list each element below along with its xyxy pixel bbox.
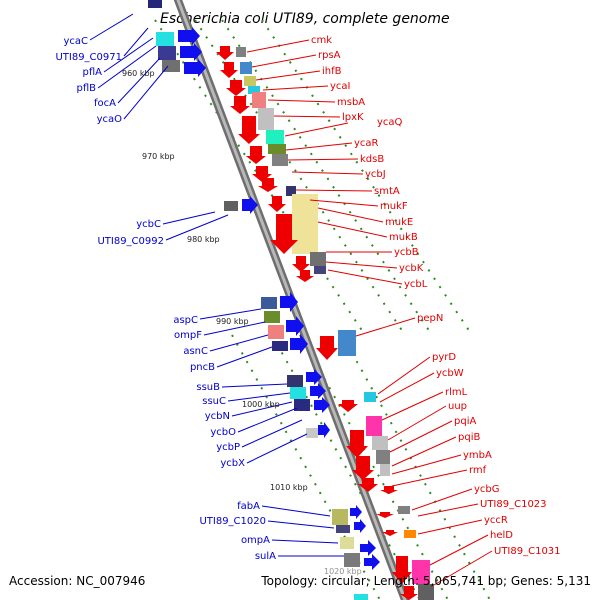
gene-label-rpsA[interactable]: rpsA [318,50,341,61]
gene-label-ycbK[interactable]: ycbK [399,263,424,274]
accession-label: Accession: NC_007946 [9,574,146,588]
kbp-label-1000: 1000 kbp [242,400,280,409]
gene-label-kdsB[interactable]: kdsB [360,154,384,165]
kbp-label-990: 990 kbp [216,317,249,326]
gene-label-fabA[interactable]: fabA [237,501,260,512]
left-gene-labels: ycaC UTI89_C0971 pflA pflB focA ycaO ycb… [55,36,276,562]
left-gene-blocks [148,0,380,600]
gene-label-UTI89_C0971[interactable]: UTI89_C0971 [55,52,122,63]
gene-label-UTI89_C1023[interactable]: UTI89_C1023 [480,499,547,510]
gene-label-pyrD[interactable]: pyrD [432,352,456,363]
gene-label-ycbX[interactable]: ycbX [220,458,245,469]
gene-label-helD[interactable]: helD [490,530,513,541]
track-guides [154,19,491,600]
gene-label-lpxK[interactable]: lpxK [342,112,364,123]
gene-label-mukE[interactable]: mukE [385,217,413,228]
gene-label-UTI89_C1031[interactable]: UTI89_C1031 [494,546,561,557]
gene-label-ycbO[interactable]: ycbO [210,427,236,438]
left-leader-lines [89,13,344,557]
gene-label-ycbW[interactable]: ycbW [436,368,464,379]
gene-label-ycaC[interactable]: ycaC [63,36,88,47]
gene-label-pflB[interactable]: pflB [76,83,96,94]
gene-label-ycbJ[interactable]: ycbJ [365,169,386,180]
gene-label-ycaO[interactable]: ycaO [97,114,123,125]
gene-label-ymbA[interactable]: ymbA [463,450,492,461]
kbp-label-960: 960 kbp [122,69,155,78]
gene-label-ycbC[interactable]: ycbC [136,219,161,230]
gene-label-sulA[interactable]: sulA [255,551,276,562]
kbp-label-1010: 1010 kbp [270,483,308,492]
gene-label-UTI89_C1020[interactable]: UTI89_C1020 [199,516,266,527]
gene-label-pqiB[interactable]: pqiB [458,432,480,443]
gene-label-pqiA[interactable]: pqiA [454,416,476,427]
map-title: Escherichia coli UTI89, complete genome [160,11,450,27]
gene-label-ycbL[interactable]: ycbL [404,279,428,290]
gene-label-pepN[interactable]: pepN [417,313,443,324]
gene-label-ompA[interactable]: ompA [241,535,270,546]
gene-label-mukB[interactable]: mukB [389,232,418,243]
right-leader-lines [246,39,493,586]
kbp-label-980: 980 kbp [187,235,220,244]
gene-label-ycbG[interactable]: ycbG [474,484,500,495]
gene-label-mukF[interactable]: mukF [380,201,408,212]
gene-label-focA[interactable]: focA [94,98,116,109]
genome-summary: Topology: circular; Length: 5,065,741 bp… [261,574,591,588]
gene-label-aspC[interactable]: aspC [173,315,198,326]
gene-label-ycaI[interactable]: ycaI [330,81,351,92]
gene-label-ycaQ[interactable]: ycaQ [377,117,403,128]
gene-label-ssuC[interactable]: ssuC [202,396,226,407]
gene-label-smtA[interactable]: smtA [374,186,400,197]
gene-label-ssuB[interactable]: ssuB [196,382,220,393]
gene-label-pncB[interactable]: pncB [190,362,215,373]
gene-label-yccR[interactable]: yccR [484,515,508,526]
kbp-label-970: 970 kbp [142,152,175,161]
kbp-label-1020: 1020 kbp [324,567,362,576]
gene-label-ycbN[interactable]: ycbN [205,411,230,422]
gene-label-msbA[interactable]: msbA [337,97,365,108]
gene-label-asnC[interactable]: asnC [183,346,208,357]
gene-label-ycbP[interactable]: ycbP [216,442,240,453]
gene-label-uup[interactable]: uup [448,401,467,412]
gene-label-ycaR[interactable]: ycaR [354,138,379,149]
gene-label-UTI89_C0992[interactable]: UTI89_C0992 [97,236,164,247]
right-gene-blocks [216,46,434,600]
right-gene-labels: cmk rpsA ihfB ycaI msbA lpxK ycaQ ycaR k… [311,35,561,557]
gene-label-ompF[interactable]: ompF [174,330,202,341]
kbp-labels: 960 kbp 970 kbp 980 kbp 990 kbp 1000 kbp… [122,69,362,576]
gene-label-ihfB[interactable]: ihfB [322,66,342,77]
gene-label-rmf[interactable]: rmf [469,465,487,476]
gene-label-rlmL[interactable]: rlmL [445,387,468,398]
gene-label-cmk[interactable]: cmk [311,35,332,46]
gene-label-ycbB[interactable]: ycbB [394,247,419,258]
gene-label-pflA[interactable]: pflA [83,67,103,78]
